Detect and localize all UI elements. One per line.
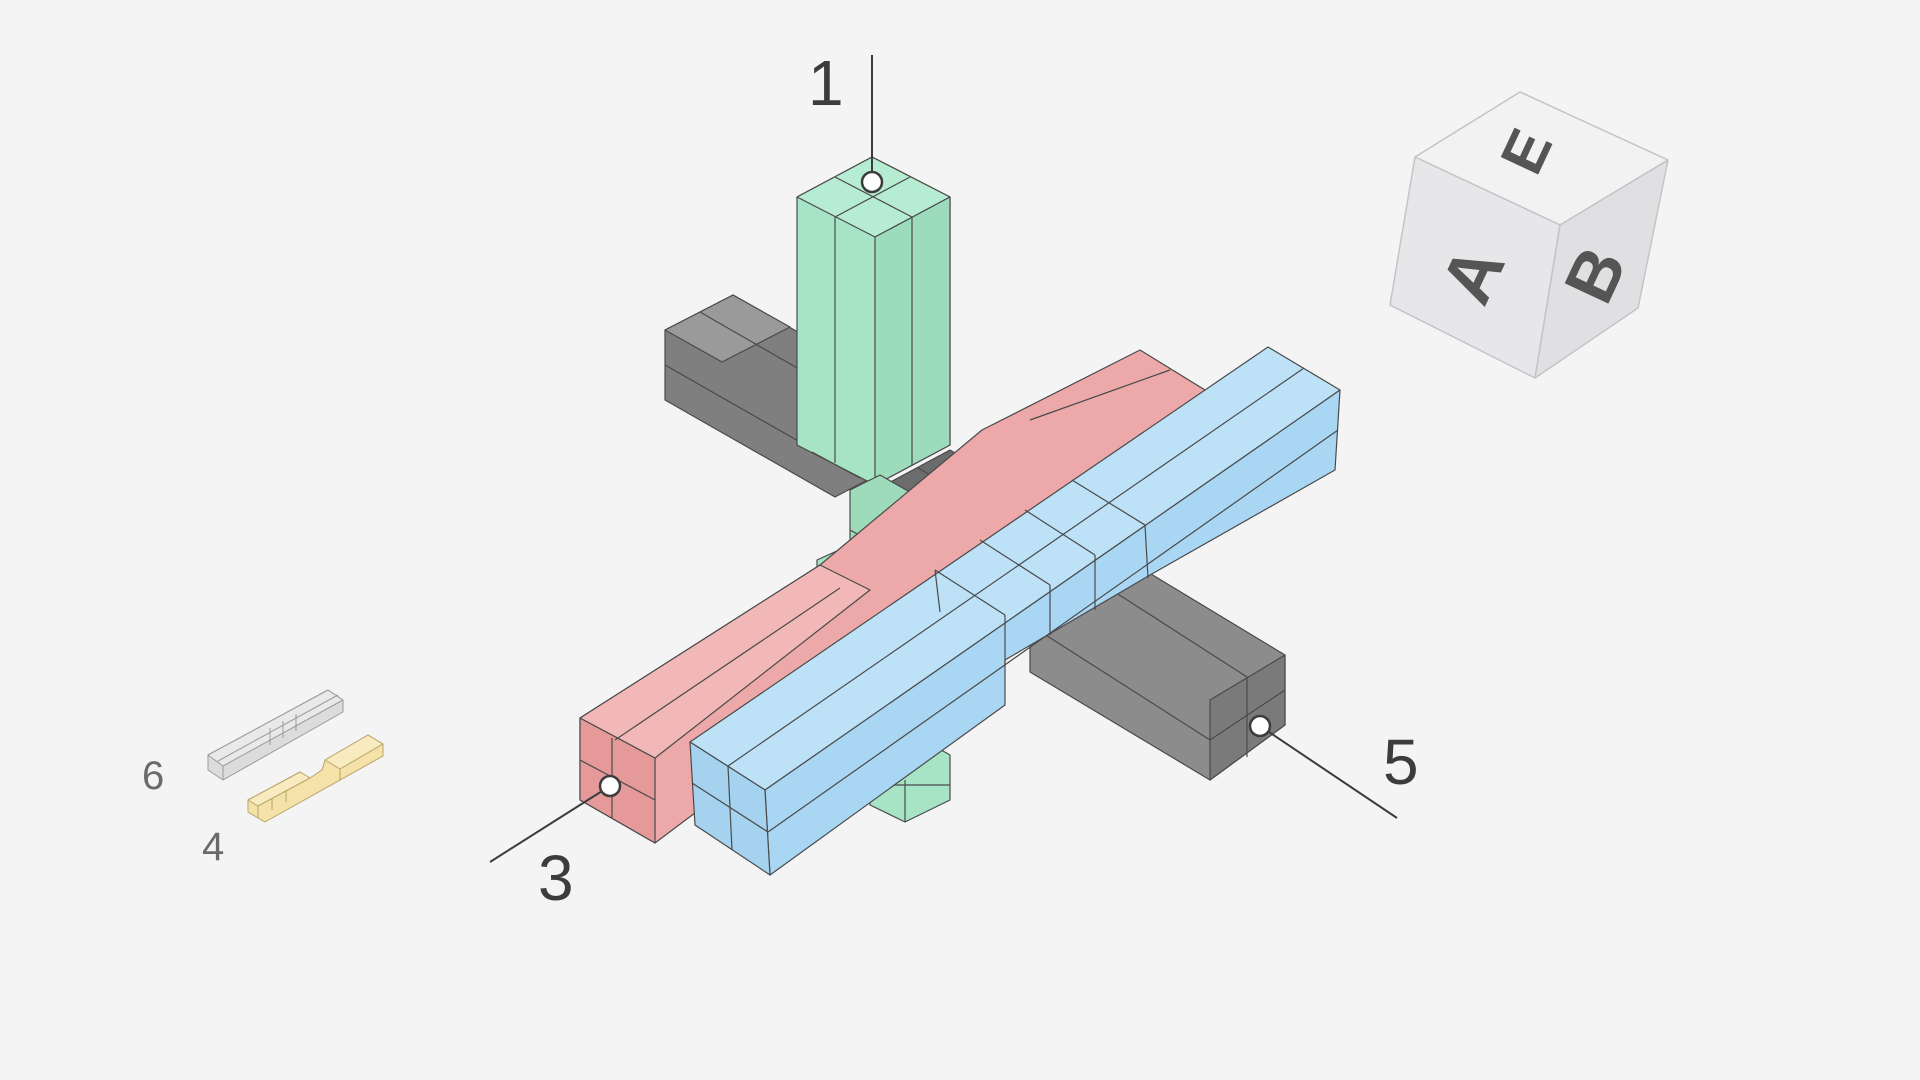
callout-label-3: 3 xyxy=(538,842,574,914)
legend-piece-6 xyxy=(207,689,344,781)
callout-3: 3 xyxy=(489,774,622,914)
piece-blue xyxy=(689,346,1341,876)
legend-label-4: 4 xyxy=(202,825,224,869)
callout-1: 1 xyxy=(808,47,884,194)
view-cube-right-face[interactable] xyxy=(1534,159,1669,379)
callout-5: 5 xyxy=(1248,714,1419,819)
view-cube[interactable]: E A B xyxy=(1389,91,1669,379)
legend-label-6: 6 xyxy=(142,754,164,798)
piece-1-green xyxy=(796,156,951,823)
callout-label-5: 5 xyxy=(1383,726,1419,798)
callout-label-1: 1 xyxy=(808,47,844,119)
legend-piece-4 xyxy=(247,734,384,823)
